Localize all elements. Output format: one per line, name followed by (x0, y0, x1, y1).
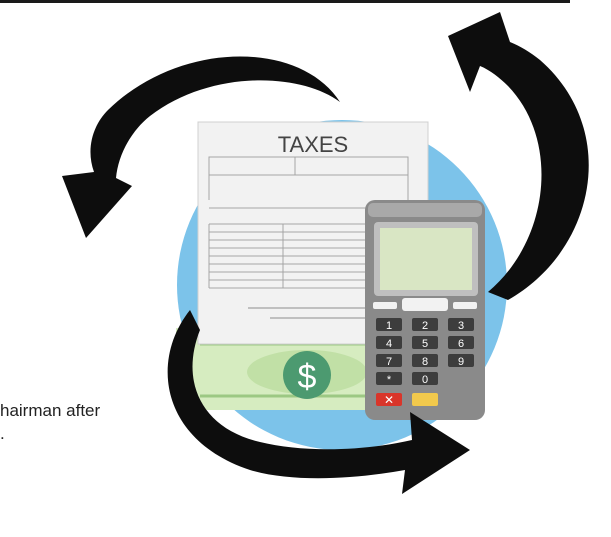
calculator-key-label: 2 (422, 320, 428, 332)
calculator-key (376, 336, 402, 349)
calculator-key-label: 9 (458, 356, 464, 368)
calculator-key (412, 318, 438, 331)
body-text-fragment-2: . (0, 424, 5, 443)
calculator-key (376, 354, 402, 367)
calculator-key-label: 1 (386, 320, 392, 332)
curved-arrow-icon (167, 310, 470, 494)
calculator-key-label: 3 (458, 320, 464, 332)
tax-form-title: TAXES (278, 132, 349, 157)
calculator-key (448, 318, 474, 331)
dollar-coin (283, 351, 331, 399)
calculator-key (448, 336, 474, 349)
calculator-key (412, 336, 438, 349)
enter-key (412, 393, 438, 406)
calculator-key-label: 0 (422, 374, 428, 386)
delete-key (376, 393, 402, 406)
svg-text:✕: ✕ (384, 393, 394, 407)
calculator-key (376, 318, 402, 331)
calculator-key-label: 8 (422, 356, 428, 368)
top-rule (0, 0, 570, 3)
calculator-keypad: 1 2 3 4 5 6 7 8 9 * 0 (376, 318, 474, 386)
calculator-key (448, 354, 474, 367)
calculator-screen (380, 228, 472, 290)
calculator-key-label: 4 (386, 338, 392, 350)
calculator-key (412, 354, 438, 367)
calculator-icon: 1 2 3 4 5 6 7 8 9 * 0 ✕ (365, 200, 485, 420)
curved-arrow-icon (62, 56, 340, 239)
calculator-key (376, 372, 402, 385)
calculator-key-label: 5 (422, 338, 428, 350)
calculator-key (412, 372, 438, 385)
calculator-key-label: 6 (458, 338, 464, 350)
body-text-fragment-1: hairman after (0, 401, 101, 420)
calculator-key-label: 7 (386, 356, 392, 368)
calculator-key-label: * (387, 374, 392, 386)
curved-arrow-icon (448, 12, 589, 300)
dollar-symbol: $ (298, 358, 317, 396)
